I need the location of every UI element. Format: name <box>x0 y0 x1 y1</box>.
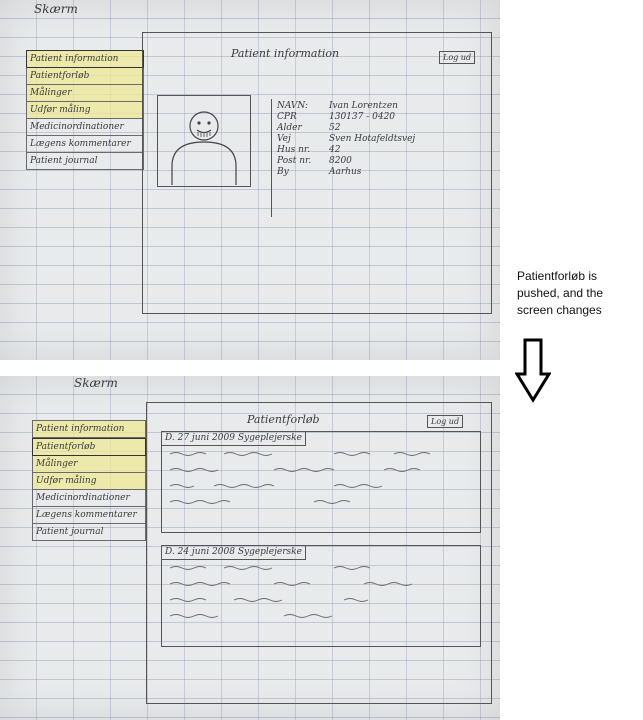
arrow-down-icon <box>515 338 551 403</box>
content-frame: Patient information Log ud NAVN:Ivan Lor… <box>142 32 492 314</box>
logout-button[interactable]: Log ud <box>427 415 464 428</box>
app-title: Skærm <box>74 376 118 390</box>
info-row-husnr: Hus nr.42 <box>277 145 341 155</box>
info-row-navn: NAVN:Ivan Lorentzen <box>277 101 398 111</box>
app-title: Skærm <box>34 2 78 16</box>
page-title: Patientforløb <box>247 413 320 426</box>
menu-item-laegens-kommentarer[interactable]: Lægens kommentarer <box>32 507 146 524</box>
record-card[interactable]: D. 27 juni 2009 Sygeplejerske <box>161 431 481 533</box>
menu-item-malinger[interactable]: Målinger <box>32 456 146 473</box>
record-header: D. 27 juni 2009 Sygeplejerske <box>162 432 306 446</box>
content-frame: Patientforløb Log ud D. 27 juni 2009 Syg… <box>146 402 492 704</box>
menu-item-laegens-kommentarer[interactable]: Lægens kommentarer <box>26 136 144 153</box>
record-card[interactable]: D. 24 juni 2008 Sygeplejerske <box>161 545 481 647</box>
transition-note: Patientforløb is pushed, and the screen … <box>517 269 604 317</box>
menu-item-patientforlob[interactable]: Patientforløb <box>26 68 144 85</box>
menu-item-patient-journal[interactable]: Patient journal <box>26 153 144 170</box>
info-row-postnr: Post nr.8200 <box>277 156 352 166</box>
menu-item-patient-information[interactable]: Patient information <box>32 420 146 438</box>
menu-item-malinger[interactable]: Målinger <box>26 85 144 102</box>
logout-button[interactable]: Log ud <box>439 51 476 64</box>
avatar-icon <box>171 111 237 185</box>
page-title: Patient information <box>231 47 340 60</box>
handwritten-notes <box>169 452 431 504</box>
sidebar-menu: Patient information Patientforløb Måling… <box>26 50 144 170</box>
menu-item-medicinordinationer[interactable]: Medicinordinationer <box>26 119 144 136</box>
menu-item-patient-journal[interactable]: Patient journal <box>32 524 146 541</box>
sidebar-menu: Patient information Patientforløb Måling… <box>32 420 146 541</box>
menu-item-udfor-maling[interactable]: Udfør måling <box>26 102 144 119</box>
menu-item-medicinordinationer[interactable]: Medicinordinationer <box>32 490 146 507</box>
menu-item-udfor-maling[interactable]: Udfør måling <box>32 473 146 490</box>
patient-photo <box>157 95 251 187</box>
sketch-patient-information: Skærm Patient information Patientforløb … <box>0 0 500 360</box>
menu-item-patient-information[interactable]: Patient information <box>26 50 144 68</box>
record-header: D. 24 juni 2008 Sygeplejerske <box>162 546 306 560</box>
sketch-patientforlob: Skærm Patient information Patientforløb … <box>0 376 500 720</box>
handwritten-notes <box>169 566 413 618</box>
info-divider <box>271 99 272 217</box>
menu-item-patientforlob[interactable]: Patientforløb <box>32 438 146 456</box>
